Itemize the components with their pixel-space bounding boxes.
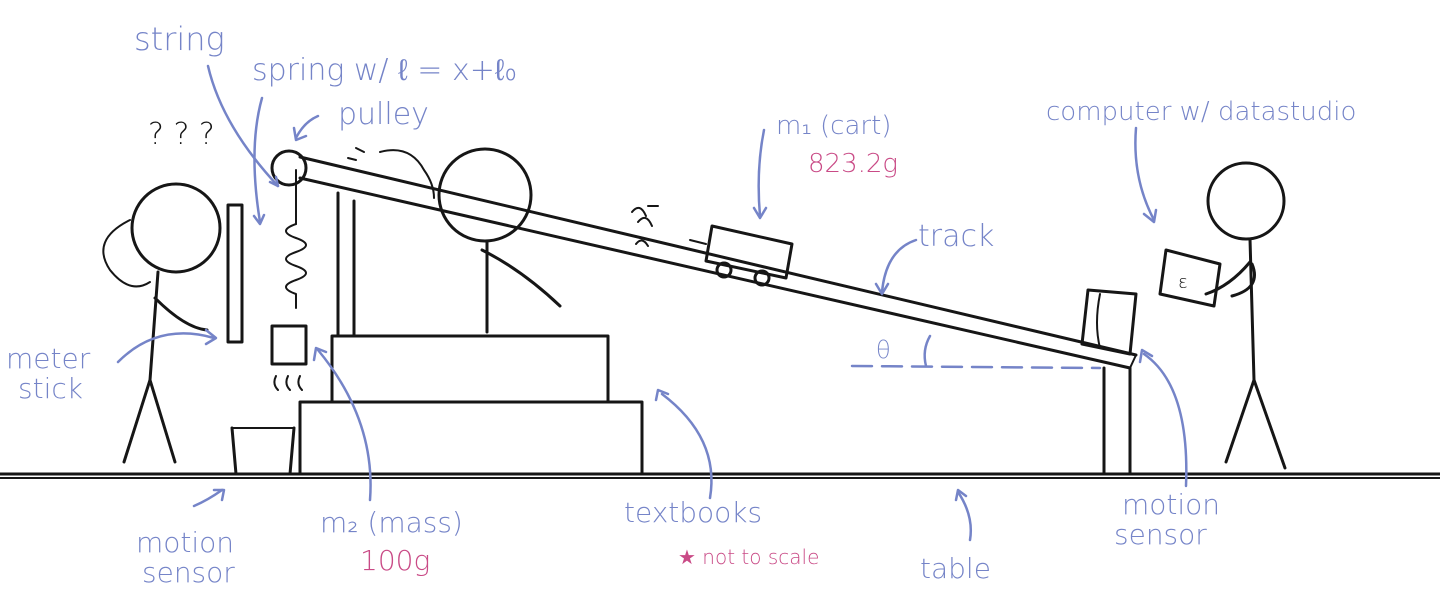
hanging-mass-m2 — [270, 324, 308, 391]
spring — [285, 223, 307, 309]
pulley — [270, 149, 308, 187]
computer-screen-symbol: ε — [1178, 272, 1188, 293]
stick-figure-right — [1204, 161, 1287, 470]
annotation-arrows — [116, 64, 1188, 542]
meter-stick — [226, 203, 244, 344]
label-pulley: pulley — [338, 97, 429, 132]
label-string: string — [134, 20, 225, 58]
label-m1: m₁ (cart) — [776, 111, 891, 141]
textbooks-stack — [298, 334, 644, 476]
label-motion-sensor-left-line1: motion — [136, 526, 234, 559]
label-m1-value: 823.2g — [808, 149, 898, 179]
label-track: track — [918, 219, 994, 254]
label-theta: θ — [876, 336, 891, 364]
label-meter-stick-line2: stick — [18, 372, 83, 405]
angle-theta — [850, 334, 1102, 370]
label-confusion: ? ? ? — [148, 117, 215, 152]
label-computer: computer w/ datastudio — [1046, 97, 1356, 127]
motion-sensor-left — [230, 426, 296, 476]
track-support-right — [1102, 366, 1132, 476]
label-not-to-scale: ★ not to scale — [678, 545, 819, 569]
cart-m1 — [631, 205, 794, 287]
label-motion-sensor-left-line2: sensor — [142, 556, 235, 589]
label-m2-value: 100g — [360, 544, 430, 577]
computer — [1158, 248, 1222, 308]
label-meter-stick-line1: meter — [6, 342, 91, 375]
track-support-left — [336, 191, 356, 338]
label-table: table — [920, 552, 991, 585]
stick-figure-middle — [347, 147, 562, 334]
label-m2: m₂ (mass) — [320, 506, 463, 539]
motion-sensor-right — [1080, 288, 1138, 356]
table-surface — [0, 472, 1440, 479]
label-motion-sensor-right-line1: motion — [1122, 488, 1220, 521]
label-motion-sensor-right-line2: sensor — [1114, 518, 1207, 551]
stick-figure-left — [102, 182, 222, 464]
label-spring: spring w/ ℓ = x+ℓ₀ — [252, 53, 517, 88]
label-textbooks: textbooks — [624, 496, 762, 529]
